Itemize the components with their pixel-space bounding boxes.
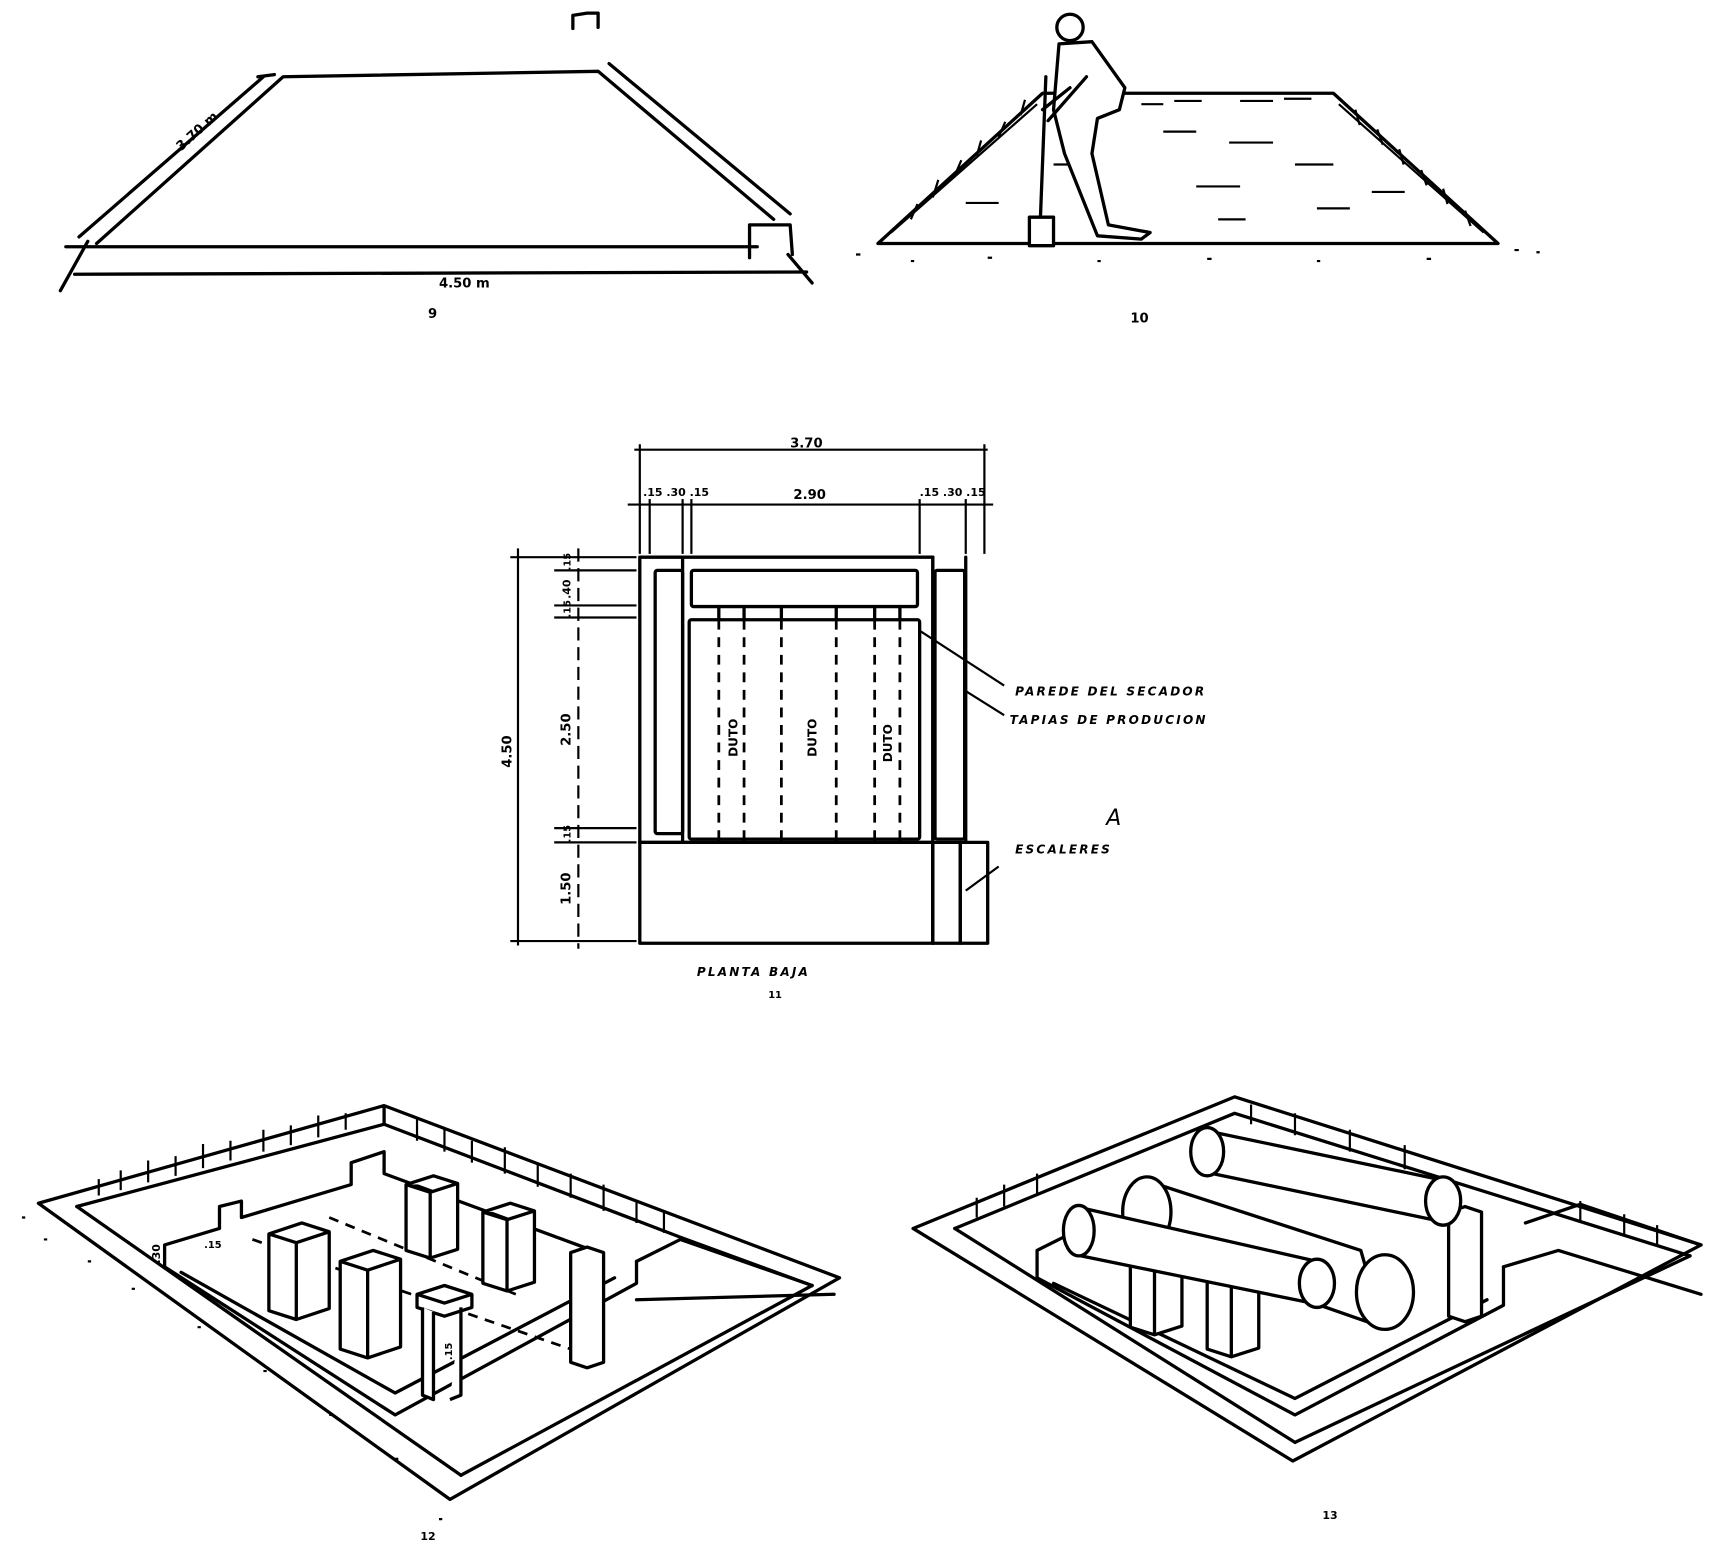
figure-12-dim-a: .30 bbox=[150, 1244, 163, 1264]
callout-production-walls: TAPIAS DE PRODUCION bbox=[1010, 713, 1208, 727]
figure-9-number: 9 bbox=[428, 307, 437, 322]
figure-12-number: 12 bbox=[420, 1530, 435, 1543]
dimension-right-group: .15 .30 .15 bbox=[920, 486, 986, 499]
figure-13-number: 13 bbox=[1322, 1509, 1337, 1522]
duct-label-1: DUTO bbox=[726, 719, 740, 757]
dimension-seg-3: .15 bbox=[563, 600, 574, 618]
ground-stipple bbox=[21, 1216, 443, 1521]
figure-10-excavation-with-worker: 10 bbox=[856, 12, 1540, 326]
figure-9-trapezoid-layout: 4.50 m 3.70 m 9 bbox=[58, 11, 814, 322]
dimension-seg-5: .15 bbox=[563, 825, 574, 843]
dimension-seg-1: .15 bbox=[563, 553, 574, 571]
dimension-overall-length: 4.50 bbox=[500, 735, 515, 767]
dimension-seg-6: 1.50 bbox=[560, 872, 575, 904]
figure-11-caption: PLANTA BAJA bbox=[697, 965, 810, 979]
figure-11-floor-plan: 3.70 .15 .30 .15 2.90 .15 .30 .15 4.50 .… bbox=[500, 437, 1208, 1002]
dimension-left-group: .15 .30 .15 bbox=[643, 486, 709, 499]
cylindrical-drums bbox=[1061, 1125, 1463, 1332]
dimension-seg-4: 2.50 bbox=[560, 713, 575, 745]
dimension-middle-width: 2.90 bbox=[793, 488, 825, 503]
wall-hatching bbox=[975, 1104, 1659, 1245]
duct-lines bbox=[717, 604, 902, 845]
wall-hatching bbox=[97, 1113, 666, 1233]
figure-9-side-dimension: 3.70 m bbox=[174, 109, 222, 154]
wall-hatching bbox=[909, 97, 1472, 227]
callout-stairs: ESCALERES bbox=[1015, 842, 1112, 856]
callout-dryer-wall: PAREDE DEL SECADOR bbox=[1015, 684, 1206, 698]
figure-12-dim-b: .15 bbox=[204, 1240, 222, 1251]
dimension-seg-2: .40 bbox=[561, 579, 574, 599]
figure-13-isometric-with-drums: 13 bbox=[911, 1095, 1703, 1522]
section-marker-a: A bbox=[1104, 806, 1121, 831]
ground-stipple bbox=[856, 248, 1540, 263]
figure-12-isometric-foundation: .30 .15 .15 12 bbox=[21, 1103, 842, 1543]
pillar-boxes bbox=[267, 1174, 606, 1402]
worker-figure bbox=[1027, 12, 1152, 248]
duct-label-2: DUTO bbox=[805, 719, 819, 757]
duct-label-3: DUTO bbox=[881, 724, 895, 762]
figure-9-base-dimension: 4.50 m bbox=[439, 276, 490, 291]
dimension-overall-width: 3.70 bbox=[790, 437, 822, 452]
figure-10-number: 10 bbox=[1130, 311, 1148, 326]
figure-12-dim-c: .15 bbox=[444, 1342, 455, 1360]
figure-11-number: 11 bbox=[768, 990, 782, 1001]
